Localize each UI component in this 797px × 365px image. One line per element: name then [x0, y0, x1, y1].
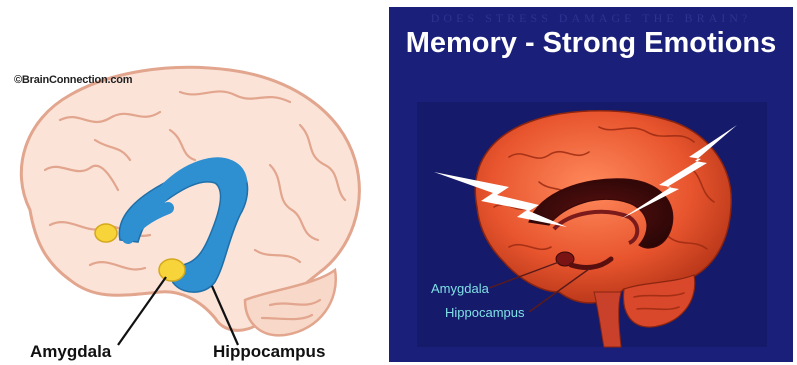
left-brain-illustration: [0, 0, 380, 365]
right-brainstem: [594, 292, 621, 347]
left-amygdala-lower: [159, 259, 185, 281]
right-hippocampus-label: Hippocampus: [445, 305, 525, 320]
left-brain-diagram: ©BrainConnection.com Amygdala Hippocampu…: [0, 0, 380, 365]
right-amygdala-label: Amygdala: [431, 281, 489, 296]
right-slide: DOES STRESS DAMAGE THE BRAIN? Memory - S…: [389, 7, 793, 362]
copyright-credit: ©BrainConnection.com: [14, 74, 132, 86]
left-amygdala-upper: [95, 224, 117, 242]
left-amygdala-label: Amygdala: [30, 342, 111, 362]
left-hippocampus-label: Hippocampus: [213, 342, 325, 362]
